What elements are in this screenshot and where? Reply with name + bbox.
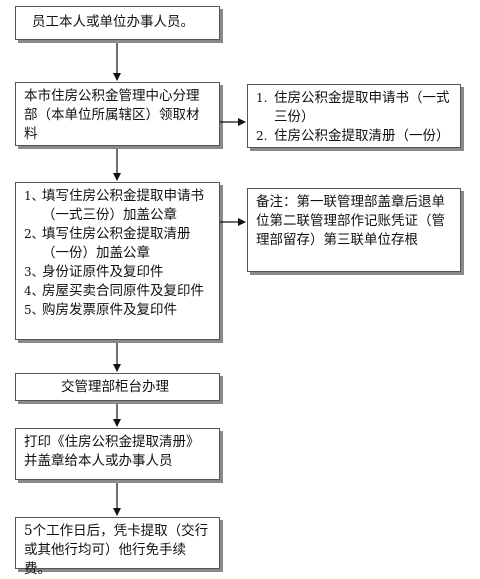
materials-list-box: 1. 住房公积金提取申请书（一式三份） 2. 住房公积金提取清册（一份） xyxy=(247,84,461,148)
note-text: 备注：第一联管理部盖章后退单位第二联管理部作记账凭证（管理部留存）第三联单位存根 xyxy=(256,194,445,248)
step-counter-box: 交管理部柜台办理 xyxy=(15,373,220,401)
materials-list: 1. 住房公积金提取申请书（一式三份） 2. 住房公积金提取清册（一份） xyxy=(256,89,452,146)
documents-list-box: 1、 填写住房公积金提取申请书（一式三份）加盖公章 2、 填写住房公积金提取清册… xyxy=(15,182,220,340)
list-item: 1、 填写住房公积金提取申请书（一式三份）加盖公章 xyxy=(24,188,204,223)
note-box: 备注：第一联管理部盖章后退单位第二联管理部作记账凭证（管理部留存）第三联单位存根 xyxy=(247,188,461,272)
step-withdraw-box: 5个工作日后，凭卡提取（交行或其他行均可）他行免手续费。 xyxy=(15,517,220,577)
step-applicant-text: 员工本人或单位办事人员。 xyxy=(32,14,194,30)
list-item: 4、 房屋买卖合同原件及复印件 xyxy=(24,283,204,299)
list-item: 3、 身份证原件及复印件 xyxy=(24,264,164,280)
list-item: 2. 住房公积金提取清册（一份） xyxy=(256,128,450,144)
step-collect-materials-box: 本市住房公积金管理中心分理部（本单位所属辖区）领取材料 xyxy=(15,82,220,146)
step-applicant-box: 员工本人或单位办事人员。 xyxy=(15,6,220,40)
documents-list: 1、 填写住房公积金提取申请书（一式三份）加盖公章 2、 填写住房公积金提取清册… xyxy=(24,187,211,320)
step-print-text: 打印《住房公积金提取清册》并盖章给本人或办事人员 xyxy=(24,434,200,469)
step-collect-materials-text: 本市住房公积金管理中心分理部（本单位所属辖区）领取材料 xyxy=(24,88,200,142)
list-item: 1. 住房公积金提取申请书（一式三份） xyxy=(256,90,450,125)
step-withdraw-text: 5个工作日后，凭卡提取（交行或其他行均可）他行免手续费。 xyxy=(24,523,209,577)
step-counter-text: 交管理部柜台办理 xyxy=(61,379,169,395)
list-item: 5、 购房发票原件及复印件 xyxy=(24,302,177,318)
list-item: 2、 填写住房公积金提取清册（一份）加盖公章 xyxy=(24,226,191,261)
step-print-box: 打印《住房公积金提取清册》并盖章给本人或办事人员 xyxy=(15,428,220,480)
